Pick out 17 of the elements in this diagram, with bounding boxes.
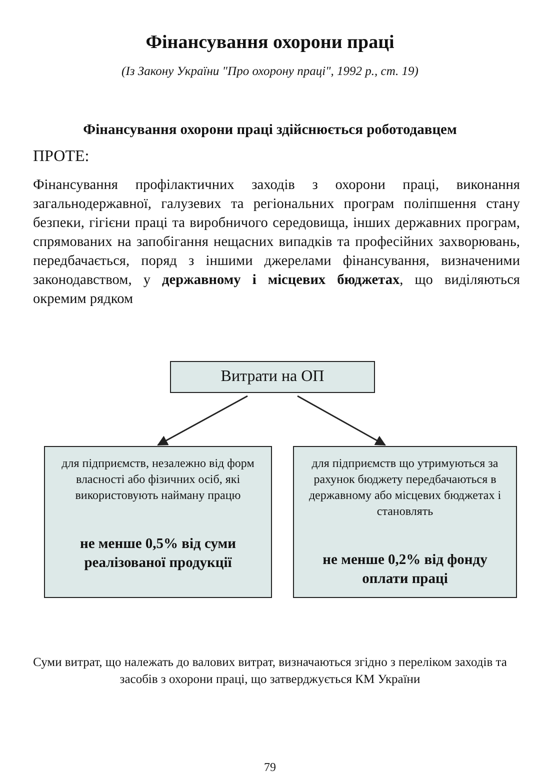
statement-text: Фінансування охорони праці здійснюється роботодавцем (82, 122, 458, 139)
condition-box (293, 446, 517, 598)
category-box (170, 361, 375, 393)
box-title: Витрати на ОП (220, 367, 326, 386)
page-number: 79 (263, 760, 277, 775)
source-note: (Із Закону України "Про охорону праці", 1992 р., ст. 19) (120, 64, 420, 79)
note-text: Суми витрат, що належать до валових витрат, визначаються згідно з переліком заходів та засобів з охорони праці, що затверджується КМ України (32, 654, 508, 688)
condition-box (44, 446, 272, 598)
arrow (297, 395, 386, 446)
title: Фінансування охорони праці (144, 32, 396, 54)
condition-text: для підприємств що утримуються за рахунок бюджету передбачаються в державному або місцевих бюджетах і становлять (308, 455, 502, 519)
paragraph-text: Фінансування профілактичних заходів з охорони праці, виконання загальнодержавної, галузевих та регіональних програм поліпшення стану безпеки, гігієни праці та виробничого середовища, інших державних програм, спрямованих на запобігання нещасних випадків та професійних захворювань, передбачається, поряд з іншими джерелами фінансування, визначеними законодавством, у державному і місцевих бюджетах, що виділяються окремим рядком (33, 176, 520, 309)
percentage-text: не менше 0,5% від суми реалізованої продукції (79, 535, 237, 573)
percentage-text: не менше 0,2% від фонду оплати праці (322, 551, 488, 589)
arrow (157, 395, 248, 446)
condition-text: для підприємств, незалежно від форм власності або фізичних осіб, які використовують найману працю (60, 455, 256, 503)
heading-text: ПРОТЕ: (33, 148, 90, 166)
